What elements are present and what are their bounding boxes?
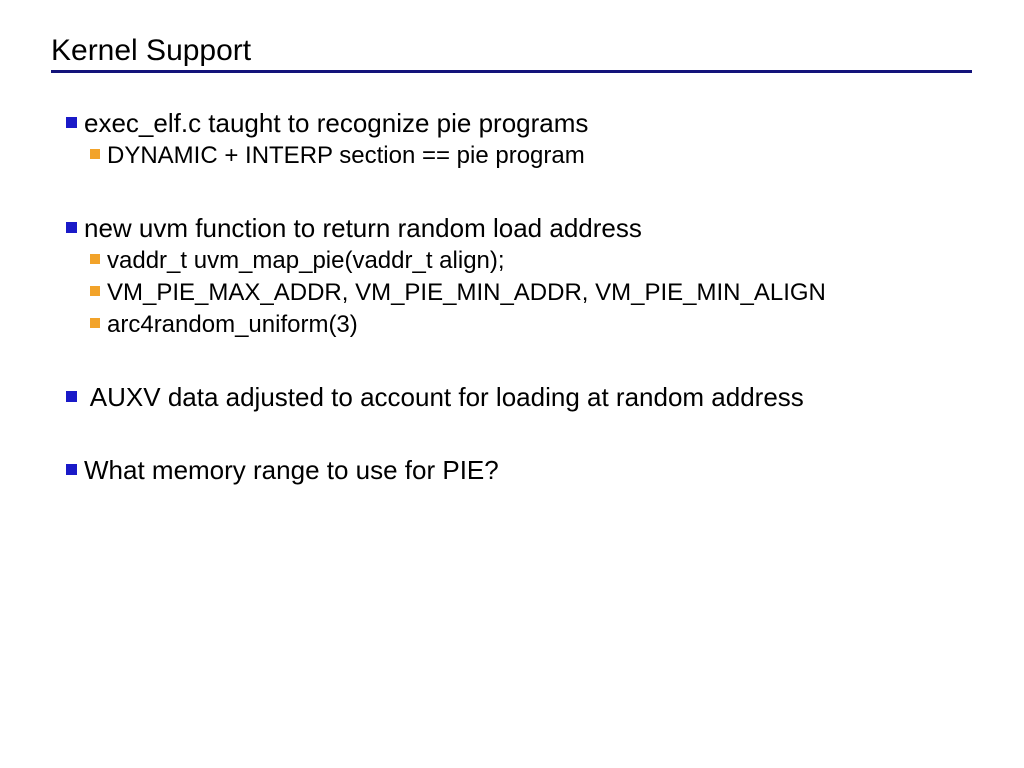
bullet-group: exec_elf.c taught to recognize pie progr… bbox=[0, 108, 1024, 173]
list-item-label: DYNAMIC + INTERP section == pie program bbox=[107, 142, 585, 169]
list-item-label: AUXV data adjusted to account for loadin… bbox=[84, 382, 804, 412]
square-bullet-icon bbox=[66, 391, 77, 402]
square-bullet-icon bbox=[66, 117, 77, 128]
square-bullet-icon bbox=[90, 149, 100, 159]
list-item: AUXV data adjusted to account for loadin… bbox=[0, 382, 1024, 415]
list-item: VM_PIE_MAX_ADDR, VM_PIE_MIN_ADDR, VM_PIE… bbox=[0, 278, 1024, 310]
page-title: Kernel Support bbox=[51, 34, 252, 67]
list-item-label: vaddr_t uvm_map_pie(vaddr_t align); bbox=[107, 247, 505, 274]
list-item-label: new uvm function to return random load a… bbox=[84, 213, 642, 243]
list-item: DYNAMIC + INTERP section == pie program bbox=[0, 141, 1024, 173]
square-bullet-icon bbox=[66, 464, 77, 475]
square-bullet-icon bbox=[90, 318, 100, 328]
list-item-label: What memory range to use for PIE? bbox=[84, 455, 499, 485]
list-item: new uvm function to return random load a… bbox=[0, 213, 1024, 246]
list-item-label: arc4random_uniform(3) bbox=[107, 311, 358, 338]
list-item-label: VM_PIE_MAX_ADDR, VM_PIE_MIN_ADDR, VM_PIE… bbox=[107, 279, 826, 306]
bullet-group: What memory range to use for PIE? bbox=[0, 455, 1024, 488]
square-bullet-icon bbox=[90, 286, 100, 296]
slide-body: exec_elf.c taught to recognize pie progr… bbox=[0, 108, 1024, 488]
bullet-group: AUXV data adjusted to account for loadin… bbox=[0, 382, 1024, 415]
list-item: What memory range to use for PIE? bbox=[0, 455, 1024, 488]
list-item: arc4random_uniform(3) bbox=[0, 310, 1024, 342]
square-bullet-icon bbox=[66, 222, 77, 233]
list-item: exec_elf.c taught to recognize pie progr… bbox=[0, 108, 1024, 141]
bullet-group: new uvm function to return random load a… bbox=[0, 213, 1024, 342]
square-bullet-icon bbox=[90, 254, 100, 264]
list-item: vaddr_t uvm_map_pie(vaddr_t align); bbox=[0, 246, 1024, 278]
list-item-label: exec_elf.c taught to recognize pie progr… bbox=[84, 108, 589, 138]
title-underline-rule bbox=[51, 70, 972, 73]
